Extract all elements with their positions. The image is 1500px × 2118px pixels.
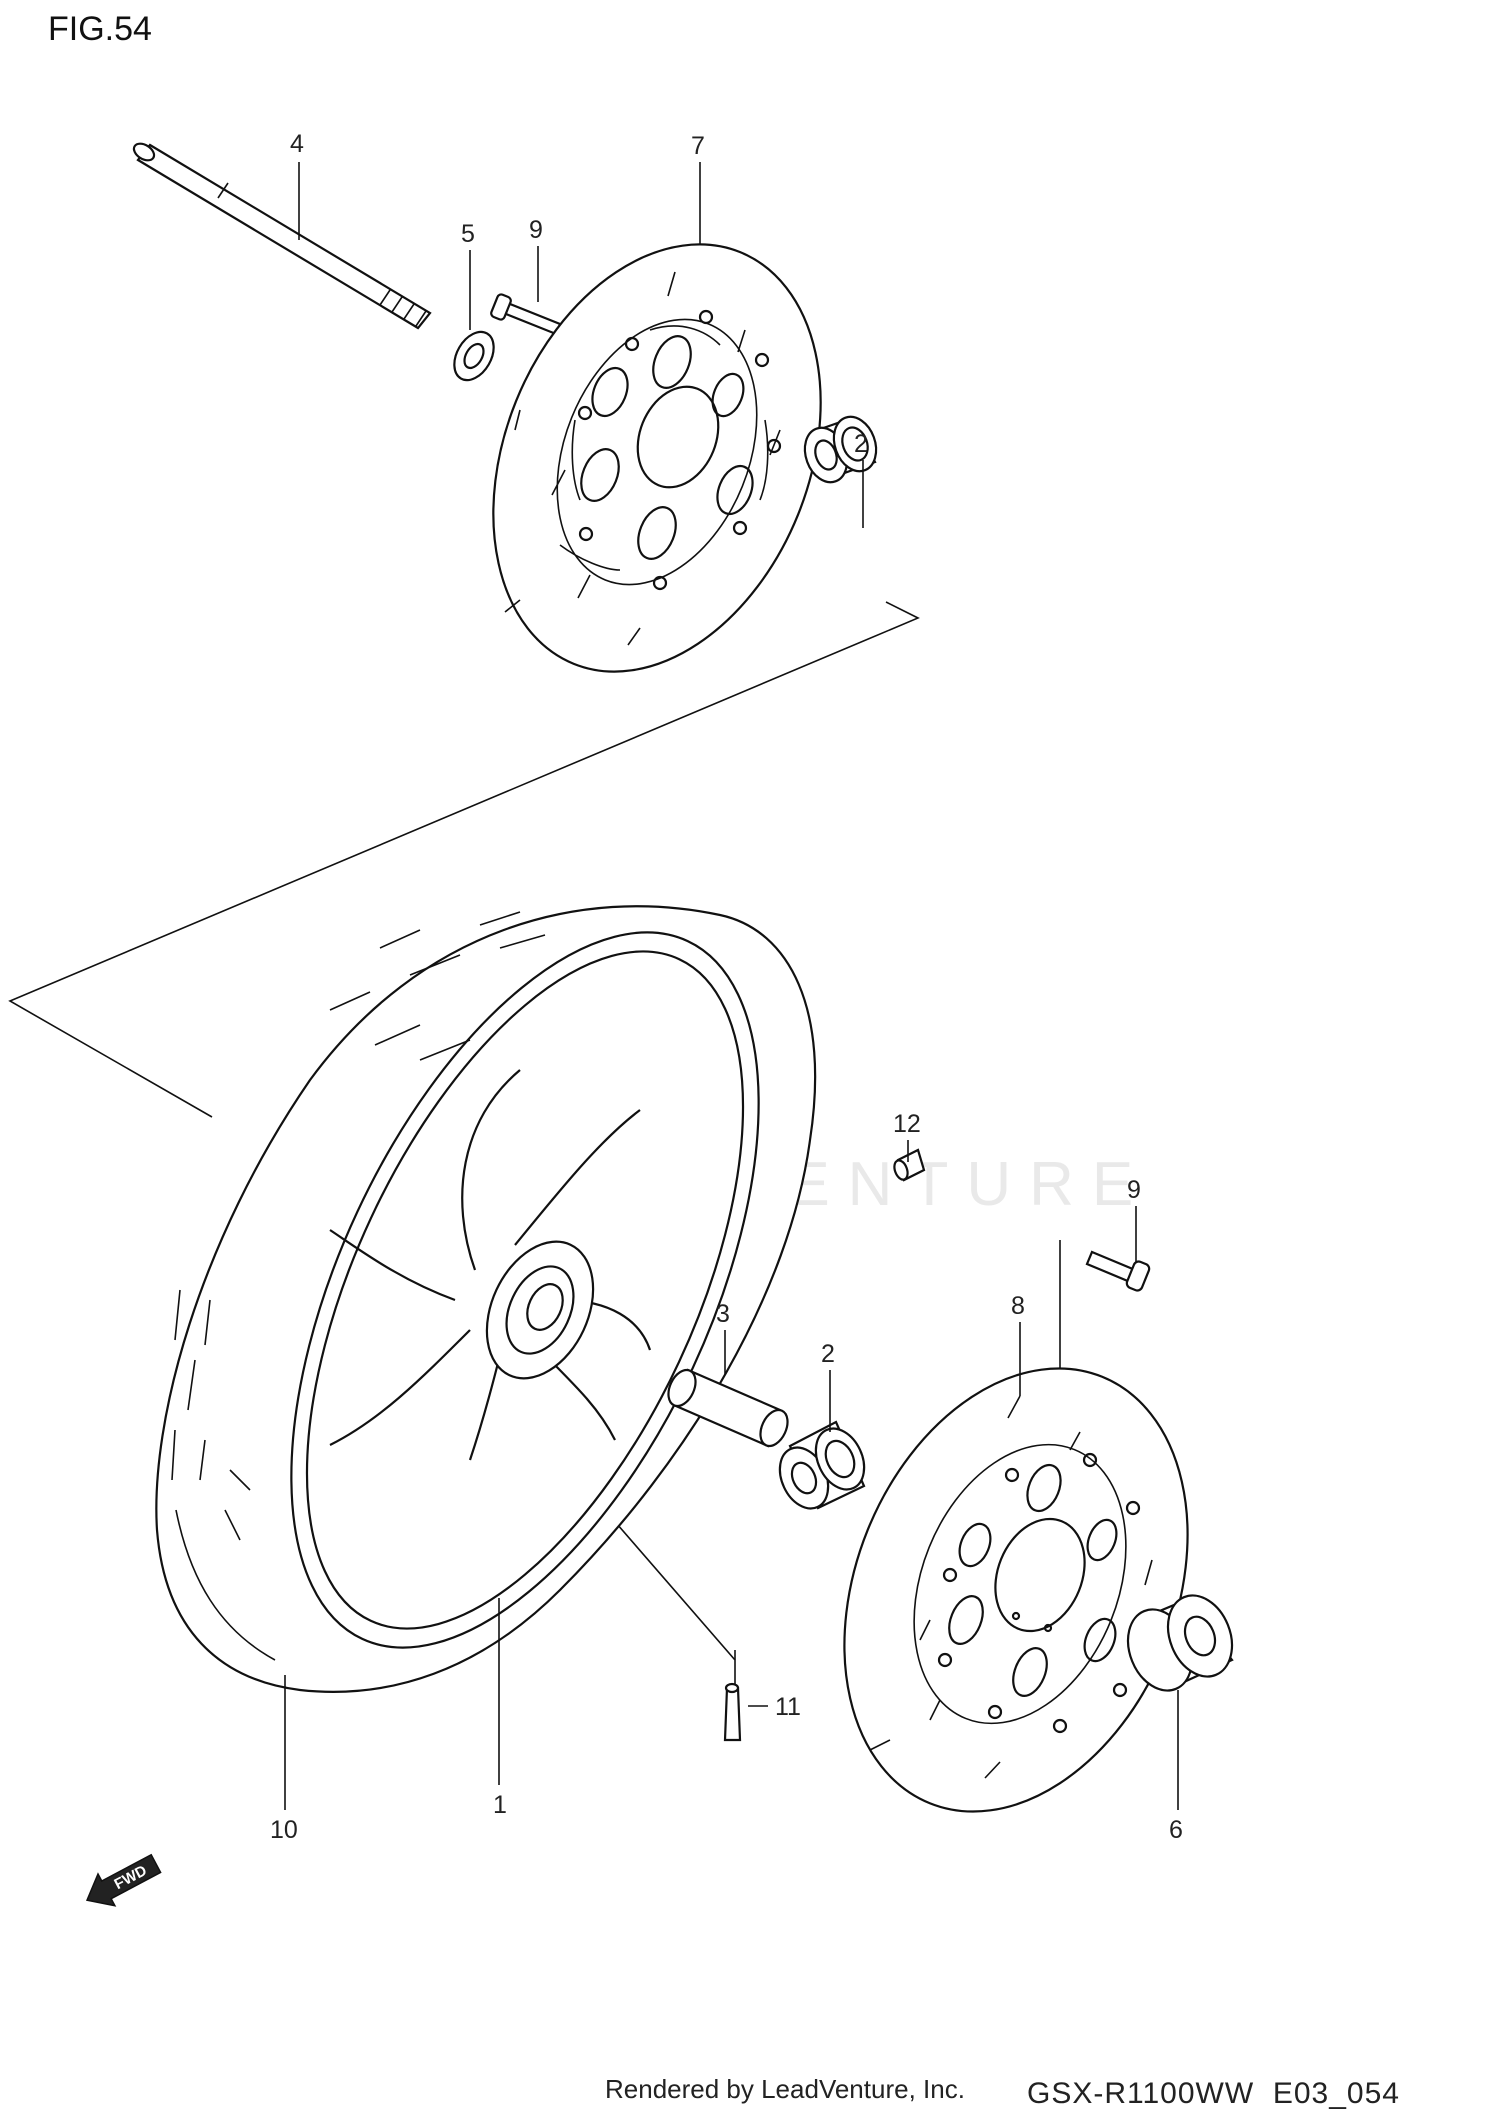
brake-disc-left[interactable] [433,195,881,721]
callout-11: 11 [775,1693,801,1721]
callout-6: 6 [1169,1816,1183,1844]
callout-7: 7 [691,132,705,160]
disc-bolt-lower[interactable] [1085,1250,1151,1292]
front-wheel-assembly[interactable] [155,863,855,1717]
forward-arrow-icon: FWD [85,1853,162,1907]
callout-2-upper: 2 [854,430,868,458]
wheel-spacer[interactable] [663,1366,793,1451]
figure-title: FIG.54 [48,10,152,48]
front-axle[interactable] [131,140,432,330]
washer[interactable] [446,325,501,387]
wheel-bearing-right[interactable] [771,1420,874,1517]
callout-1: 1 [493,1791,507,1819]
wheel-bearing-left[interactable] [798,411,884,488]
leader-lines [284,162,1179,1810]
valve-cap[interactable] [892,1148,926,1182]
diagram-code: GSX-R1100WW E03_054 [1027,2077,1400,2110]
rendered-by-credit: Rendered by LeadVenture, Inc. [605,2074,965,2104]
callout-12: 12 [893,1110,921,1138]
disc-bolt-upper[interactable] [490,293,562,336]
brake-disc-right[interactable] [781,1317,1250,1863]
callout-2-lower: 2 [821,1340,835,1368]
callout-3: 3 [716,1300,730,1328]
callout-9-upper: 9 [529,216,543,244]
callout-5: 5 [461,220,475,248]
callout-9-lower: 9 [1127,1176,1141,1204]
oil-seal[interactable] [1116,1586,1243,1700]
callout-10: 10 [270,1816,298,1844]
callout-4: 4 [290,130,304,158]
air-valve[interactable] [723,1682,742,1742]
callout-8: 8 [1011,1292,1025,1320]
